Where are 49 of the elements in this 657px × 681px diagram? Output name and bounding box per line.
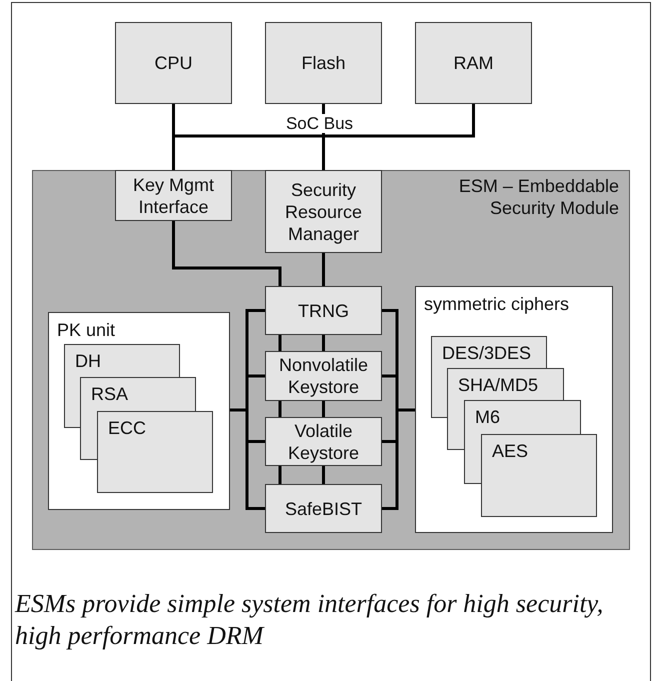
node-label: symmetric ciphers [424, 293, 570, 315]
node-label: Nonvolatile Keystore [278, 354, 370, 398]
connector-line [322, 466, 325, 484]
node-label: SHA/MD5 [458, 374, 538, 396]
connector-line [172, 104, 475, 138]
block-box [265, 286, 382, 335]
stacked-card [447, 368, 564, 400]
node-label: Flash [301, 52, 346, 74]
connector-line [172, 221, 282, 286]
connector-line [322, 401, 325, 417]
connector-line [278, 335, 282, 351]
node-label: M6 [475, 406, 500, 428]
node-label: SafeBIST [284, 498, 362, 520]
node-label: Volatile Keystore [286, 420, 360, 464]
node-label: CPU [154, 52, 192, 74]
block-box [415, 22, 532, 104]
stacked-card [431, 336, 547, 368]
node-label: PK unit [57, 319, 116, 341]
node-label: ECC [108, 417, 146, 439]
stacked-card [481, 434, 597, 517]
stacked-card [97, 411, 213, 493]
connector-line [322, 335, 325, 351]
block-box [115, 170, 232, 221]
connector-line [278, 466, 282, 484]
node-label: ESM – Embeddable Security Module [458, 175, 619, 219]
connector-line [278, 401, 282, 417]
block-box [115, 22, 232, 104]
block-box [265, 351, 382, 401]
node-label: Key Mgmt Interface [132, 174, 216, 218]
group-panel [48, 312, 230, 510]
node-label: TRNG [298, 300, 349, 322]
module-panel [32, 170, 630, 550]
block-box [265, 484, 382, 533]
edge-label: SoC Bus [284, 114, 356, 133]
node-label: DH [75, 350, 101, 372]
block-box [265, 170, 382, 253]
node-label: DES/3DES [442, 342, 532, 364]
stacked-card [64, 344, 180, 377]
stacked-card [464, 400, 581, 434]
node-label: AES [492, 440, 528, 462]
block-box [265, 22, 382, 104]
node-label: RAM [454, 52, 494, 74]
figure-caption: ESMs provide simple system interfaces for high security, high performance DRM [15, 588, 604, 652]
group-panel [415, 286, 613, 533]
stacked-card [80, 377, 196, 411]
node-label: RSA [91, 383, 128, 405]
connector-line [322, 253, 325, 286]
node-label: Security Resource Manager [284, 178, 364, 244]
block-box [265, 417, 382, 466]
